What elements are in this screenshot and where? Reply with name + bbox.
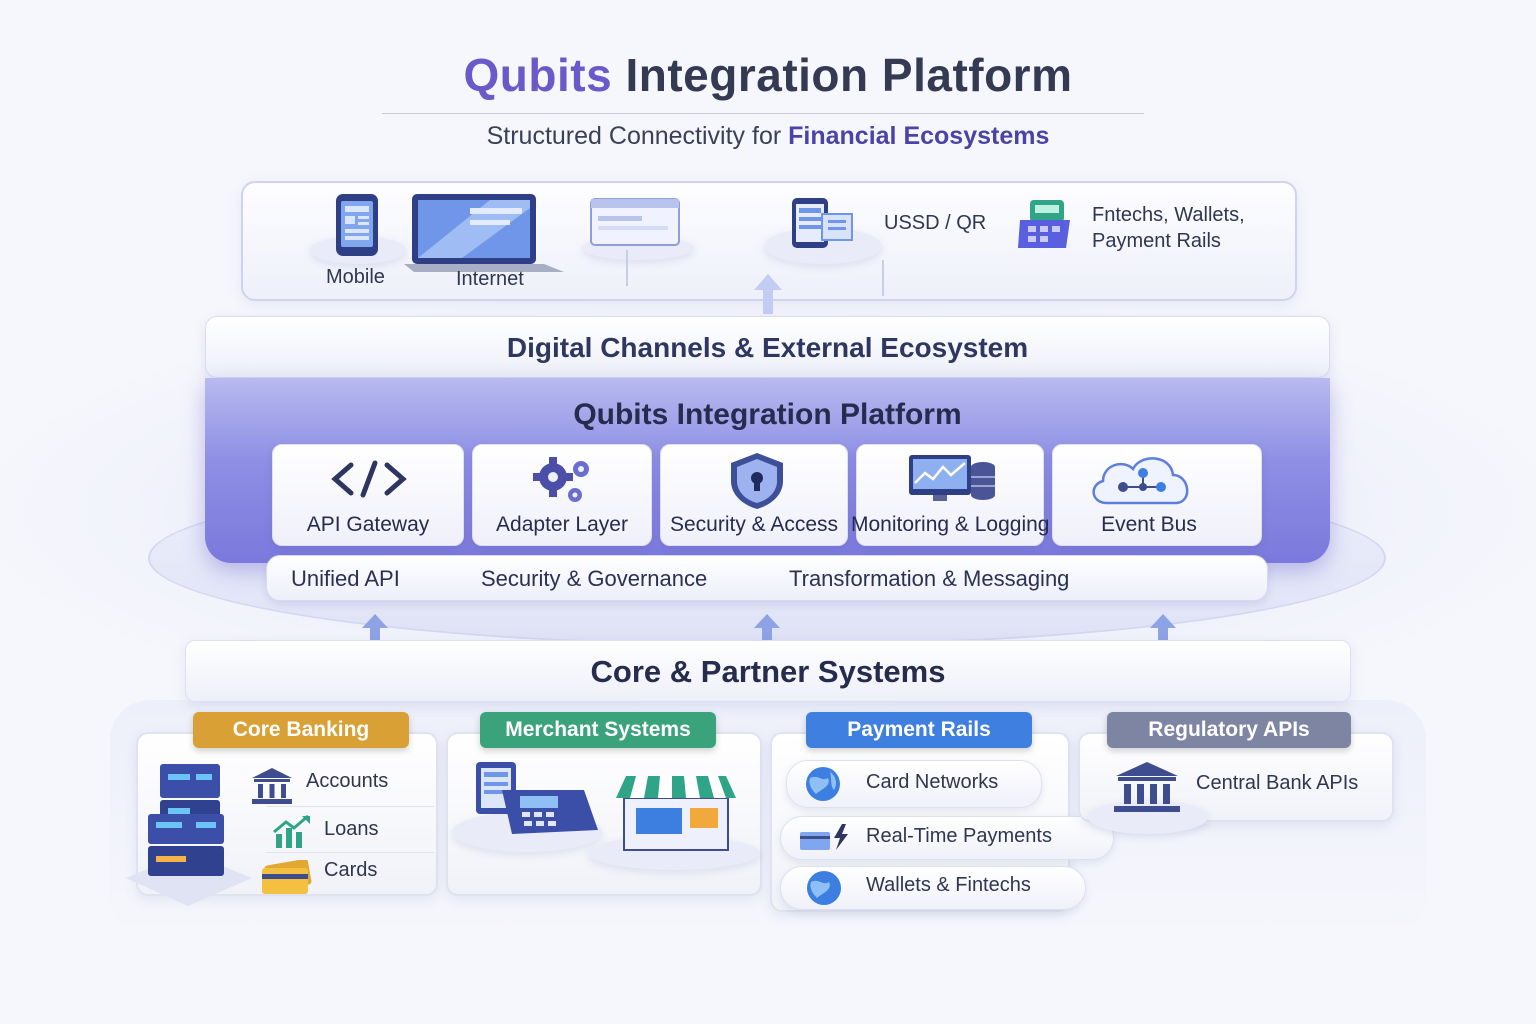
rail-label-real-time-payments: Real-Time Payments — [866, 825, 1052, 847]
title-divider — [382, 113, 1144, 114]
arrow-up-icon — [754, 614, 780, 642]
bank-icon — [252, 768, 292, 804]
channel-label-fintech-1: Fntechs, Wallets, — [1092, 204, 1245, 226]
page-title: Qubits Integration Platform — [463, 49, 1073, 101]
server-stack-icon — [126, 764, 252, 906]
tile-label: API Gateway — [306, 513, 430, 536]
globe-icon — [806, 767, 840, 801]
channel-label-ussd: USSD / QR — [884, 212, 987, 234]
core-item-loans: Loans — [324, 818, 379, 840]
connector-line — [882, 260, 884, 296]
divider — [266, 852, 434, 853]
connector-line — [626, 250, 628, 286]
regulatory-item-central-bank: Central Bank APIs — [1196, 772, 1359, 794]
tile-event-bus: Event Bus — [1052, 444, 1262, 546]
core-partner-band: Core & Partner Systems — [185, 640, 1351, 702]
central-bank-icon — [1114, 762, 1180, 812]
code-icon — [331, 460, 407, 498]
page-subtitle: Structured Connectivity for Financial Ec… — [486, 122, 1050, 150]
channel-label-internet: Internet — [456, 268, 524, 290]
tile-security-access: Security & Access — [660, 444, 848, 546]
shield-lock-icon — [731, 453, 783, 509]
regulatory-apis-tag: Regulatory APIs — [1107, 712, 1351, 748]
tile-label: Monitoring & Logging — [851, 513, 1050, 536]
pos-terminal-icon — [476, 762, 598, 834]
browser-window-icon — [590, 198, 680, 246]
capabilities-strip: Unified API Security & Governance Transf… — [266, 555, 1268, 601]
credit-card-icon — [262, 860, 312, 894]
monitor-database-icon — [909, 455, 995, 501]
capability-transformation-messaging: Transformation & Messaging — [789, 566, 1070, 591]
arrow-up-icon — [754, 274, 782, 314]
platform-title: Qubits Integration Platform — [573, 398, 962, 431]
arrow-up-icon — [362, 614, 388, 642]
globe-icon — [807, 871, 841, 905]
arrow-up-icon — [1150, 614, 1176, 642]
tile-adapter-layer: Adapter Layer — [472, 444, 652, 546]
ussd-qr-icon — [792, 198, 853, 248]
channel-label-fintech-2: Payment Rails — [1092, 230, 1221, 252]
lightning-card-icon — [800, 824, 848, 850]
cloud-network-icon — [1092, 457, 1189, 505]
tile-label: Event Bus — [1101, 513, 1197, 536]
digital-channels-band: Digital Channels & External Ecosystem — [205, 316, 1330, 378]
tile-monitoring-logging: Monitoring & Logging — [851, 444, 1049, 546]
regulatory-platform — [1088, 800, 1208, 834]
capability-unified-api: Unified API — [291, 566, 400, 591]
gears-icon — [533, 457, 589, 502]
core-item-accounts: Accounts — [306, 770, 389, 792]
merchant-systems-tag: Merchant Systems — [480, 712, 716, 748]
rail-label-card-networks: Card Networks — [866, 771, 999, 793]
rail-label-wallets-fintechs: Wallets & Fintechs — [866, 874, 1031, 896]
tile-api-gateway: API Gateway — [272, 444, 464, 546]
mobile-phone-icon — [336, 194, 378, 256]
core-banking-tag: Core Banking — [193, 712, 409, 748]
growth-chart-icon — [273, 814, 310, 848]
tile-label: Adapter Layer — [496, 513, 628, 536]
payment-terminal-icon — [1018, 200, 1070, 248]
channel-label-mobile: Mobile — [326, 266, 385, 288]
laptop-icon — [404, 194, 564, 272]
core-item-cards: Cards — [324, 859, 378, 881]
storefront-icon — [616, 776, 736, 851]
divider — [266, 806, 434, 807]
tile-label: Security & Access — [669, 513, 839, 536]
capability-security-governance: Security & Governance — [481, 566, 708, 591]
payment-rails-tag: Payment Rails — [806, 712, 1032, 748]
